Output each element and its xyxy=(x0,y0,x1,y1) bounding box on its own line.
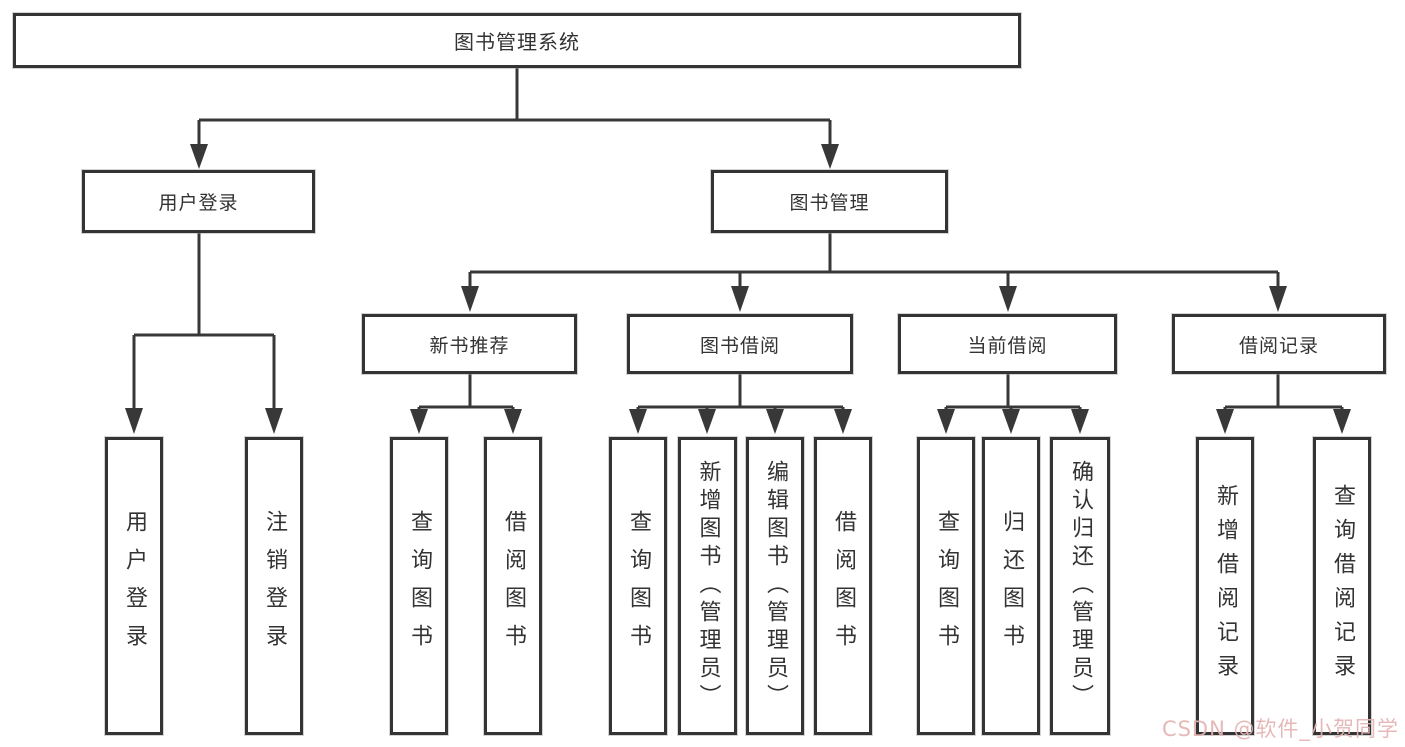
node-book-borrow: 图书借阅 xyxy=(627,314,853,374)
node-library-system: 图书管理系统 xyxy=(13,13,1021,68)
node-new-book-recommend: 新书推荐 xyxy=(362,314,577,374)
leaf-user-login: 用户登录 xyxy=(105,437,163,735)
leaf-borrow-books-recommend: 借阅图书 xyxy=(484,437,542,735)
csdn-watermark: CSDN @软件_小贺同学 xyxy=(1161,717,1399,741)
leaf-borrow-books: 借阅图书 xyxy=(814,437,872,735)
node-borrow-records: 借阅记录 xyxy=(1172,314,1386,374)
leaf-confirm-return-admin: 确认归还（管理员） xyxy=(1050,437,1110,735)
leaf-query-books-recommend: 查询图书 xyxy=(390,437,448,735)
connector-paths xyxy=(132,68,1344,410)
leaf-query-borrow-record: 查询借阅记录 xyxy=(1313,437,1371,735)
leaf-query-books-current: 查询图书 xyxy=(917,437,975,735)
node-current-borrow: 当前借阅 xyxy=(898,314,1117,374)
node-user-login: 用户登录 xyxy=(82,170,315,233)
node-book-management: 图书管理 xyxy=(711,170,948,233)
leaf-query-books-borrow: 查询图书 xyxy=(609,437,667,735)
connector-arrowheads xyxy=(125,144,1351,434)
leaf-add-borrow-record: 新增借阅记录 xyxy=(1196,437,1254,735)
leaf-edit-books-admin: 编辑图书（管理员） xyxy=(746,437,804,735)
leaf-add-books-admin: 新增图书（管理员） xyxy=(678,437,737,735)
leaf-logout: 注销登录 xyxy=(245,437,303,735)
leaf-return-books: 归还图书 xyxy=(982,437,1040,735)
